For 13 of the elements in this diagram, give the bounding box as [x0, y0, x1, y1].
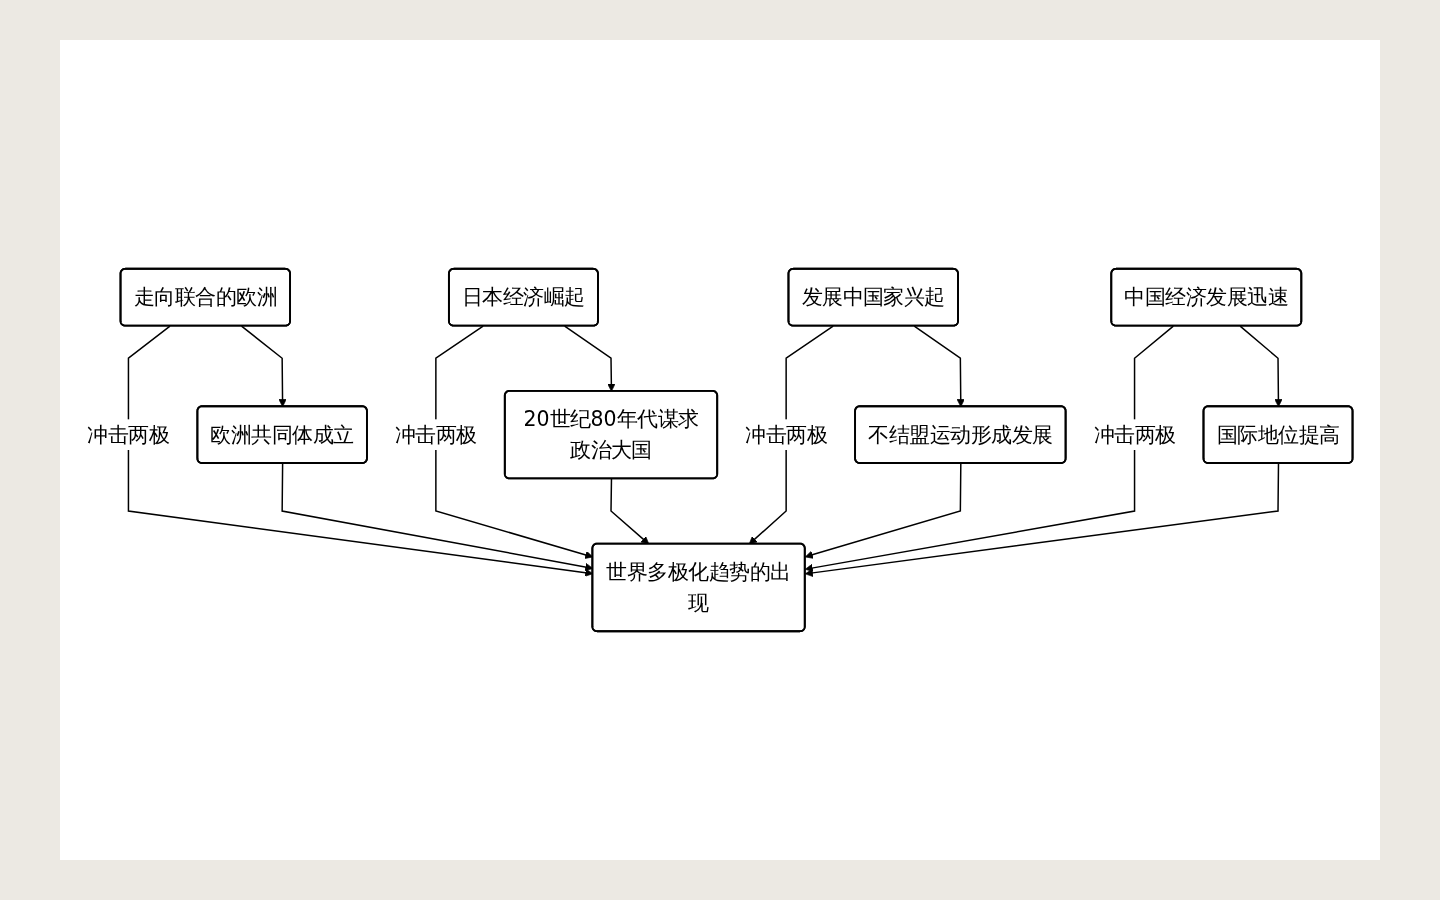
- edge-label: 冲击两极: [1093, 422, 1176, 447]
- arrow: [1239, 325, 1283, 408]
- arrow: [748, 325, 834, 545]
- arrow: [610, 478, 650, 545]
- edge-label: 冲击两极: [394, 422, 477, 447]
- edge-label: 冲击两极: [745, 422, 828, 447]
- arrow: [804, 462, 1280, 577]
- arrow: [804, 325, 1175, 572]
- arrow: [804, 462, 962, 559]
- arrow: [240, 325, 287, 408]
- arrow: [563, 325, 616, 392]
- arrow: [913, 325, 965, 408]
- edge-label: 冲击两极: [87, 422, 170, 447]
